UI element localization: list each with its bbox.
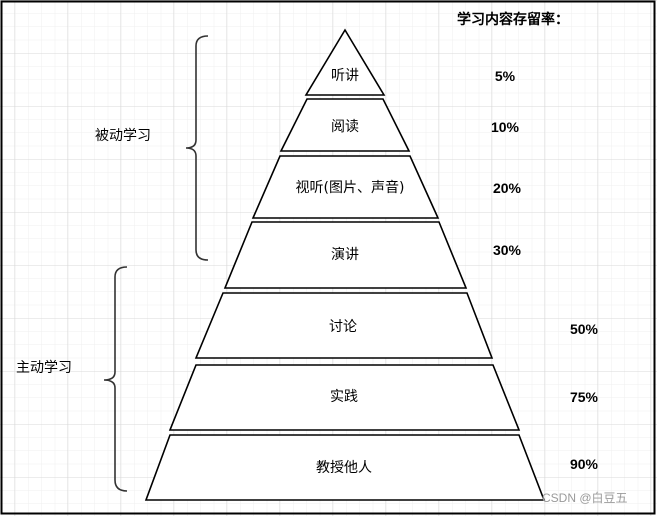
- tier-label-discussion: 讨论: [329, 319, 357, 335]
- tier-label-practice: 实践: [330, 389, 358, 405]
- tier-reading: [279, 98, 411, 152]
- group-label-active: 主动学习: [16, 360, 72, 376]
- retention-teaching: 90%: [569, 456, 599, 472]
- tier-speech: [223, 221, 468, 289]
- tier-label-speech: 演讲: [331, 247, 359, 263]
- retention-reading: 10%: [490, 119, 520, 135]
- retention-discussion: 50%: [569, 321, 599, 337]
- retention-practice: 75%: [569, 389, 599, 405]
- tier-label-reading: 阅读: [331, 119, 359, 135]
- retention-title: 学习内容存留率：: [457, 12, 569, 28]
- tier-label-audiovisual: 视听(图片、声音): [295, 180, 405, 196]
- pyramid: [144, 28, 546, 501]
- group-label-passive: 被动学习: [95, 128, 151, 144]
- retention-audiovisual: 20%: [492, 180, 522, 196]
- retention-speech: 30%: [492, 242, 522, 258]
- retention-listening: 5%: [494, 68, 516, 84]
- tier-audiovisual: [251, 155, 440, 219]
- tier-listening: [304, 28, 386, 96]
- active-brace-icon: [103, 266, 128, 492]
- passive-brace-icon: [185, 35, 209, 261]
- tier-practice: [168, 364, 521, 431]
- tier-teaching: [144, 434, 546, 501]
- tier-label-listening: 听讲: [331, 68, 359, 84]
- watermark: CSDN @白豆五: [542, 491, 628, 505]
- tier-discussion: [194, 292, 494, 359]
- tier-label-teaching: 教授他人: [316, 460, 372, 476]
